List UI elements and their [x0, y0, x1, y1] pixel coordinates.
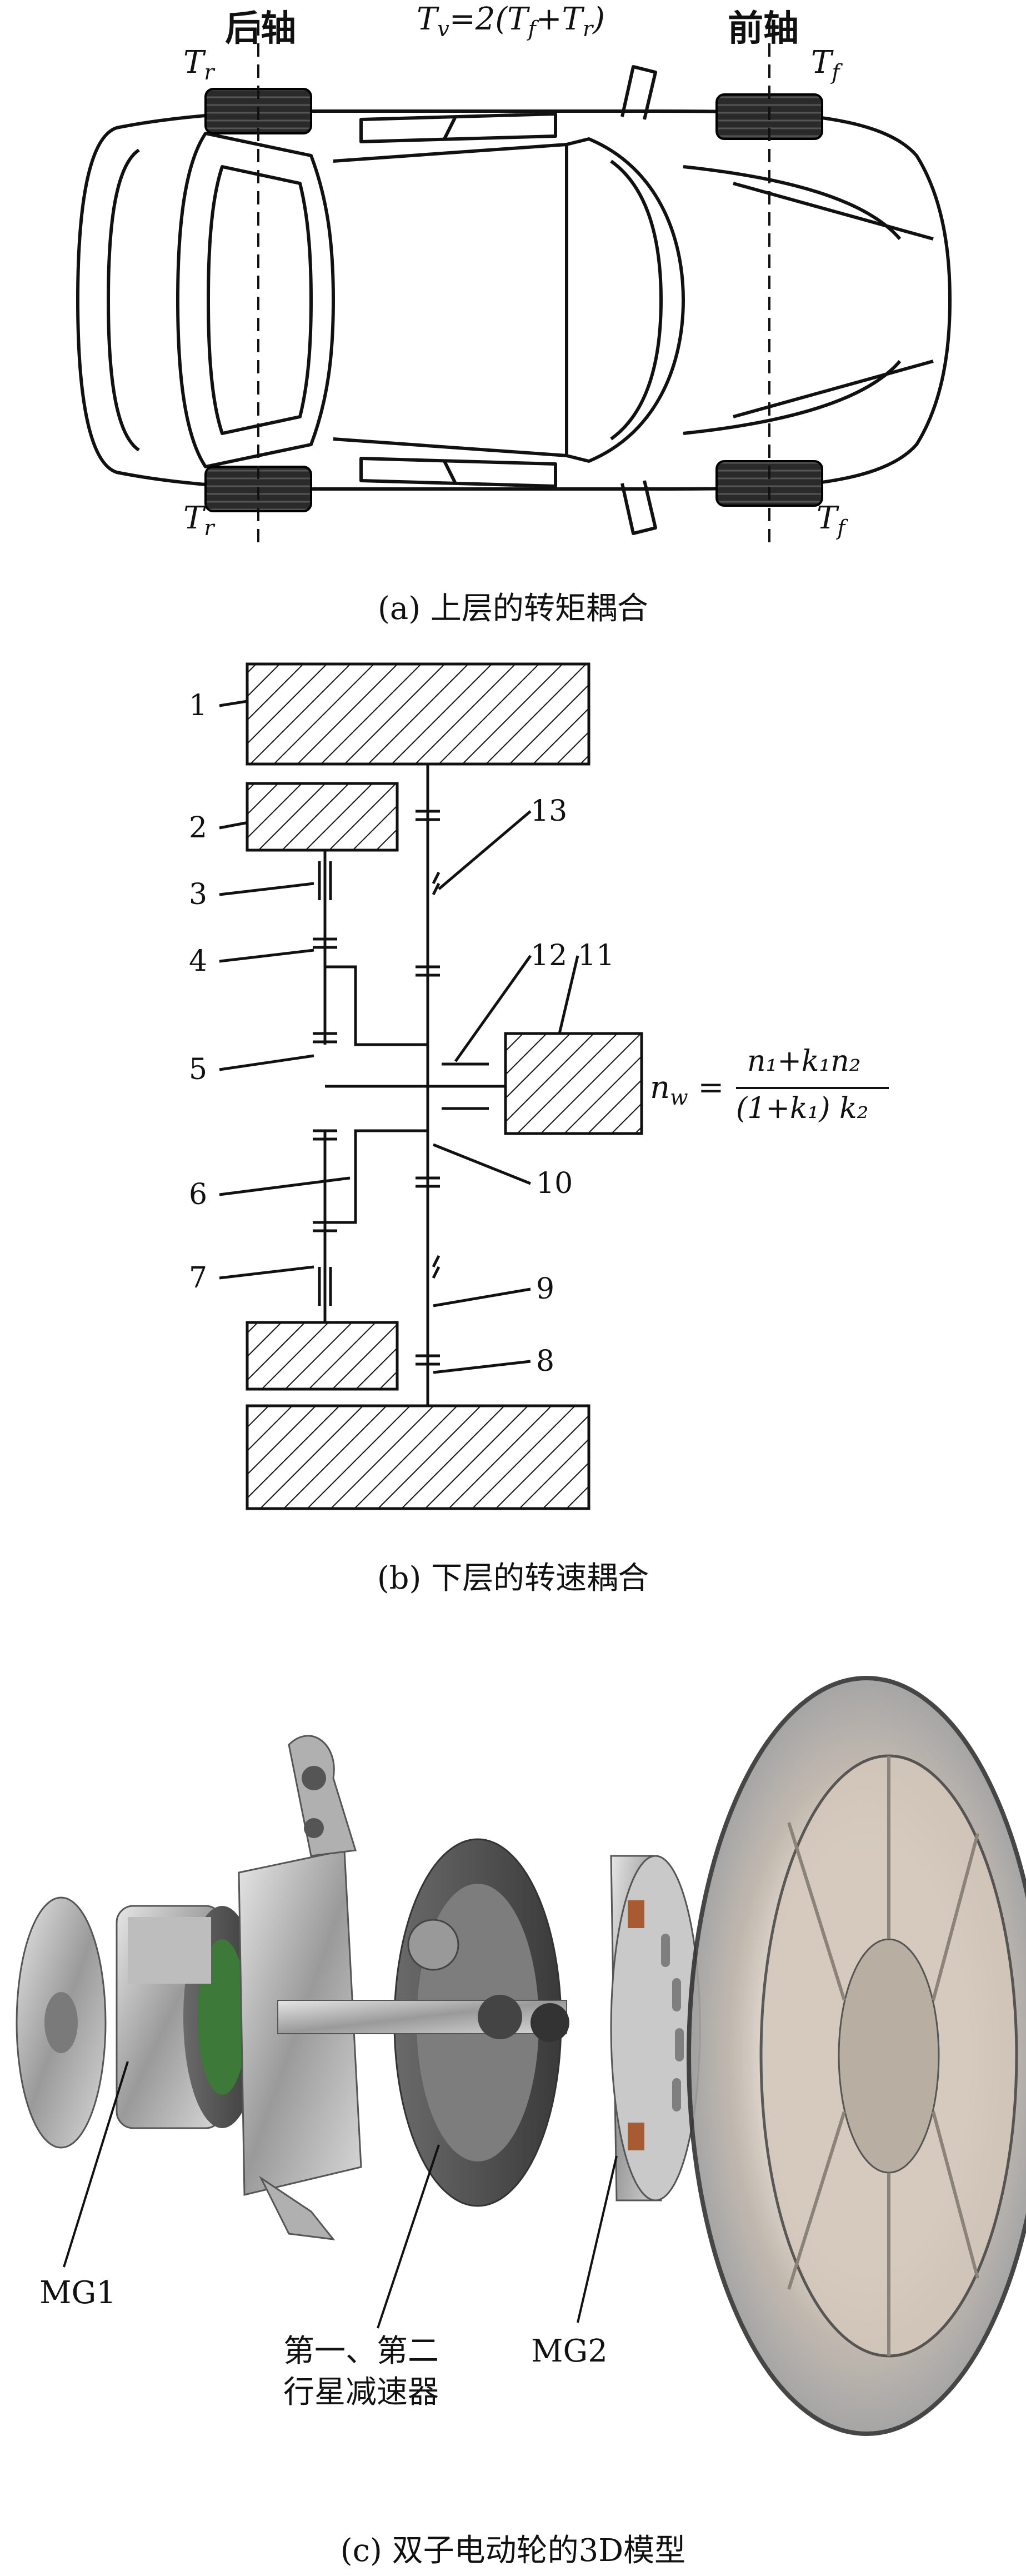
- caption-c: (c) 双子电动轮的3D模型: [340, 2533, 686, 2569]
- front-wheel-torque-bottom: Tf: [817, 500, 845, 541]
- component-2-hatch: [246, 782, 399, 852]
- label-8: 8: [536, 1345, 555, 1378]
- label-12: 12: [530, 939, 568, 972]
- component-11-hatch: [504, 1032, 643, 1135]
- label-4: 4: [189, 945, 208, 978]
- speed-formula-lhs: nw =: [650, 1070, 724, 1110]
- reducer-label-line1: 第一、第二: [283, 2333, 439, 2369]
- front-axle-label: 前轴: [728, 8, 799, 49]
- planetary-reducers: [277, 1838, 569, 2207]
- rear-wheel-torque-top: Tr: [183, 44, 214, 85]
- label-11: 11: [578, 939, 615, 972]
- wheel-front-bottom: [715, 460, 823, 507]
- label-13: 13: [530, 795, 568, 828]
- lower-housing-hatch: [246, 1404, 590, 1510]
- windshield: [565, 137, 685, 463]
- rear-wheel-torque-bottom: Tr: [183, 500, 214, 541]
- vehicle-torque-formula: Tv=2(Tf+Tr): [417, 1, 605, 42]
- component-1-hatch: [246, 662, 590, 766]
- label-7: 7: [189, 1261, 208, 1295]
- rear-window: [176, 132, 335, 468]
- label-9: 9: [536, 1272, 555, 1306]
- front-wheel-torque-top: Tf: [811, 44, 840, 85]
- caption-a: (a) 上层的转矩耦合: [378, 591, 648, 627]
- housing-bracket: [238, 1735, 362, 2240]
- mg2-motor: [610, 1855, 701, 2201]
- label-3: 3: [189, 878, 208, 911]
- caption-b: (b) 下层的转速耦合: [377, 1560, 649, 1596]
- speed-formula-denominator: (1+k₁) k₂: [736, 1092, 869, 1125]
- speed-formula-numerator: n₁+k₁n₂: [747, 1045, 861, 1078]
- mirror-top: [620, 65, 657, 120]
- label-6: 6: [189, 1178, 208, 1211]
- label-2: 2: [189, 811, 208, 845]
- label-10: 10: [536, 1167, 573, 1200]
- lower-carrier-hatch: [246, 1321, 399, 1391]
- car-top-view: [76, 22, 952, 545]
- reducer-label-line2: 行星减速器: [283, 2374, 439, 2410]
- mg2-label: MG2: [531, 2333, 608, 2369]
- rear-axle-label: 后轴: [225, 8, 296, 49]
- transparent-tyre-rim: [687, 1676, 1026, 2436]
- label-5: 5: [189, 1053, 208, 1086]
- mirror-bottom: [620, 480, 657, 535]
- label-1: 1: [189, 689, 208, 722]
- mg1-label: MG1: [39, 2275, 116, 2311]
